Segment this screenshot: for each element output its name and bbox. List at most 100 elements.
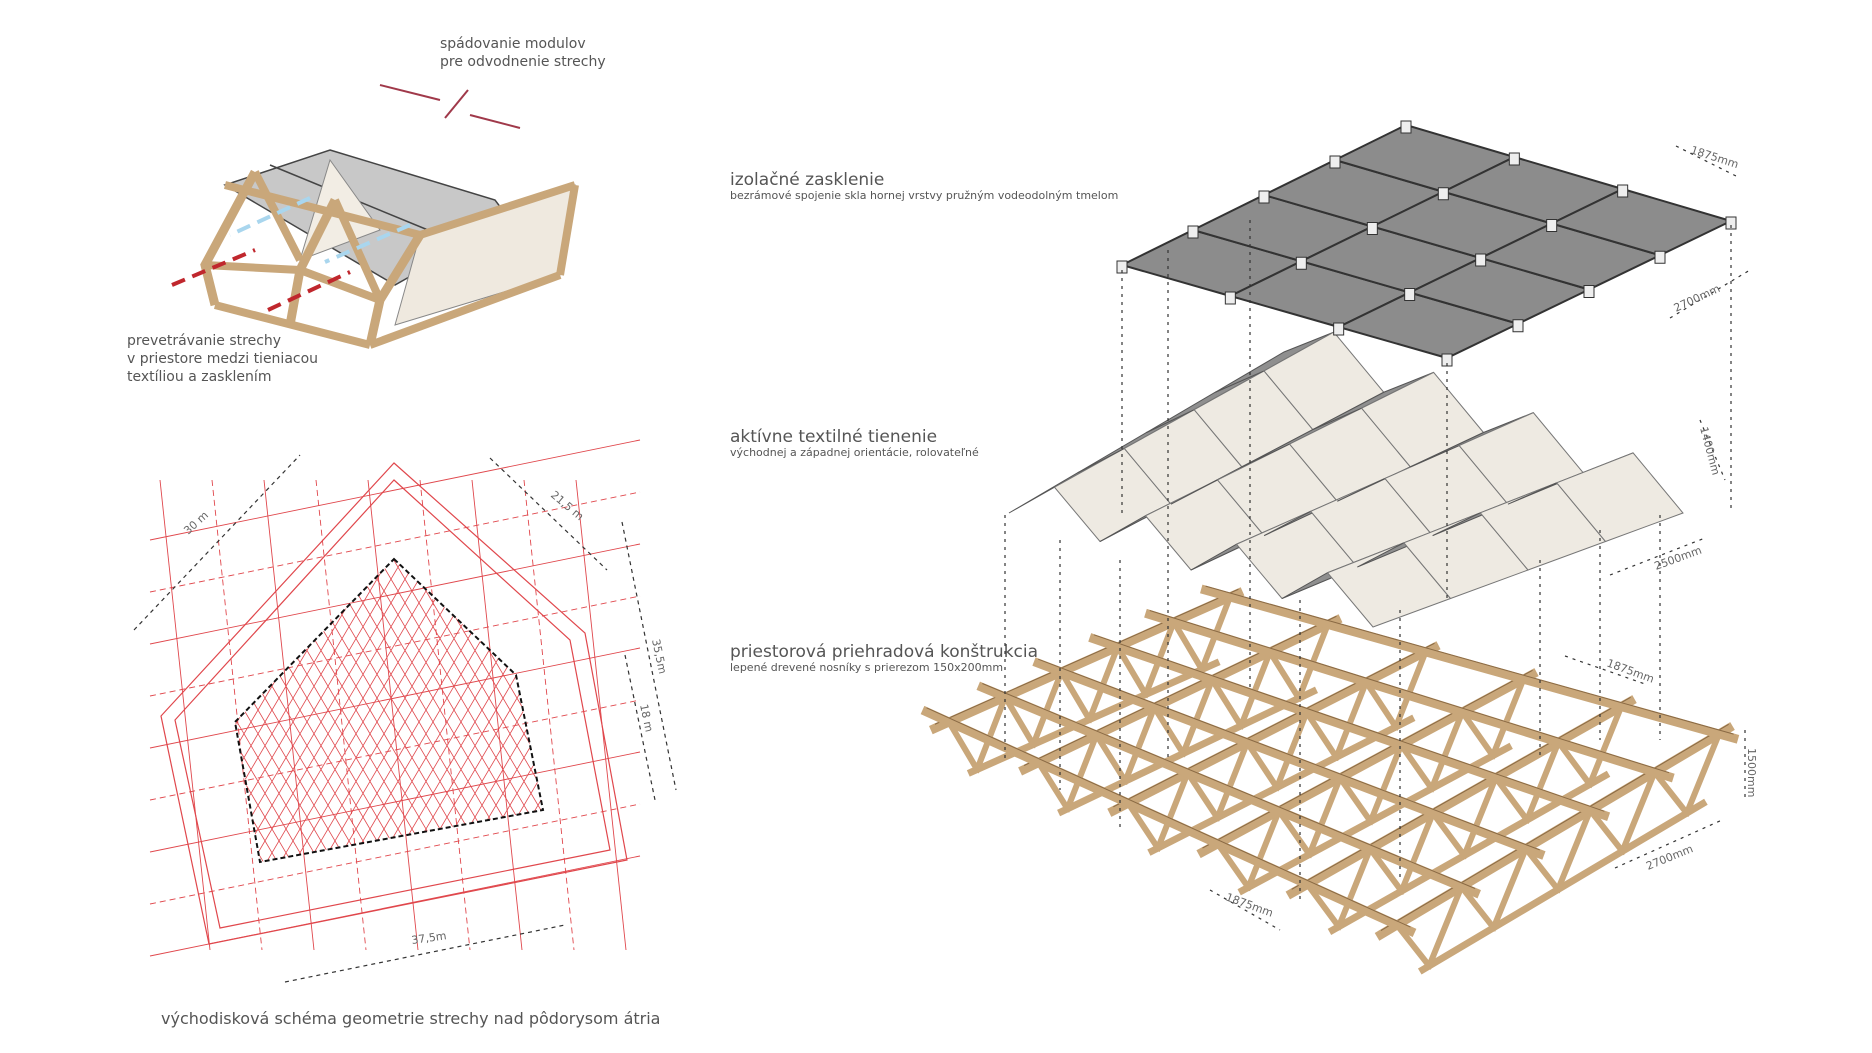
- glass-support-bracket: [1295, 256, 1307, 270]
- top-chord: [1374, 722, 1735, 941]
- truss-diagonal: [973, 693, 1010, 774]
- truss-diagonal: [1183, 768, 1222, 822]
- truss-diagonal: [1391, 647, 1430, 731]
- glass-support-bracket: [1475, 253, 1487, 267]
- sketch-truss-member: [556, 184, 579, 276]
- beam-edge: [926, 707, 1411, 928]
- truss-diagonal: [1274, 806, 1314, 859]
- diagrid-line: [409, 559, 543, 862]
- plan-outer-boundary: [160, 462, 628, 945]
- truss-diagonal: [1092, 730, 1130, 786]
- truss-diagonal: [1650, 767, 1692, 818]
- plan-grid-line: [149, 803, 641, 905]
- beam-edge: [1380, 723, 1729, 931]
- truss-layer-title: priestorová priehradová konštrukcia: [730, 642, 1038, 662]
- sketch-truss-member: [298, 266, 382, 304]
- truss-diagonal: [1113, 642, 1150, 699]
- top-chord: [1088, 633, 1611, 822]
- truss-diagonal: [1334, 844, 1375, 931]
- beam-edge: [1038, 658, 1540, 851]
- diagrid-line: [0, 540, 134, 880]
- truss-diagonal: [1397, 809, 1437, 895]
- truss-diagonal: [1305, 774, 1344, 859]
- diagrid-line: [0, 540, 162, 880]
- diagrid-line: [235, 559, 261, 862]
- top-chord: [1032, 657, 1546, 860]
- truss-diagonal: [1150, 703, 1188, 758]
- top-chord: [1285, 695, 1637, 900]
- diagrid-line: [235, 559, 247, 862]
- truss-diagonal: [1425, 882, 1466, 970]
- ventilation-label-line2: v priestore medzi tieniacou: [127, 351, 318, 367]
- plan-dimension-line: [621, 521, 677, 791]
- plan-dimension-line: [489, 457, 608, 571]
- truss-diagonal: [1585, 806, 1627, 856]
- diagrid-line: [592, 540, 792, 880]
- glass-support-bracket: [1654, 250, 1666, 264]
- dim-glass-span: 2700mm: [1672, 282, 1722, 315]
- truss-diagonal: [1682, 730, 1723, 818]
- sketch-truss-member: [331, 198, 384, 302]
- diagrid-line: [0, 540, 190, 880]
- dimension-line: [1609, 537, 1706, 576]
- sketch-truss-member: [418, 181, 577, 239]
- truss-diagonal: [1361, 677, 1401, 732]
- plan-offset-boundary: [174, 479, 611, 929]
- diagrid-line: [0, 540, 120, 880]
- plan-grid-line: [315, 479, 367, 951]
- diagrid-line: [32, 540, 232, 880]
- ventilation-arrow-in: [267, 270, 351, 312]
- ventilation-label-line1: prevetrávanie strechy: [127, 333, 281, 349]
- truss-diagonal: [944, 717, 982, 774]
- glass-support-bracket: [1224, 291, 1236, 305]
- beam-edge: [1113, 642, 1435, 808]
- drainage-label-line2: pre odvodnenie strechy: [440, 54, 606, 70]
- dim-truss-module-bottom: 1875mm: [1224, 891, 1275, 920]
- bottom-chord: [1417, 798, 1708, 975]
- ventilation-arrow-in: [171, 248, 256, 287]
- beam-edge: [1291, 696, 1631, 890]
- truss-diagonal: [1154, 769, 1192, 852]
- diagrid-line: [0, 540, 190, 880]
- glass-support-bracket: [1437, 187, 1449, 201]
- plan-dimension-line: [624, 654, 656, 801]
- plan-grid-line: [367, 479, 419, 951]
- dim-truss-span: 2700mm: [1644, 842, 1695, 873]
- drainage-slope-arrow: [379, 84, 441, 101]
- truss-diagonal: [1001, 692, 1038, 749]
- glass-support-bracket: [1329, 155, 1341, 169]
- diagrid-line: [235, 559, 289, 862]
- sketch-truss-member: [224, 181, 421, 239]
- truss-diagonal: [1335, 773, 1375, 826]
- truss-diagonal: [1237, 648, 1274, 730]
- truss-diagonal: [1121, 703, 1159, 786]
- truss-diagonal: [1207, 675, 1246, 730]
- glass-support-bracket: [1617, 184, 1629, 198]
- beam-edge: [1023, 615, 1337, 766]
- plan-grid-line: [149, 439, 641, 541]
- beam-edge: [1149, 610, 1670, 774]
- diagrid-line: [578, 540, 778, 880]
- top-chord: [1196, 668, 1539, 859]
- truss-layer-subtitle: lepené drevené nosníky s prierezom 150x2…: [730, 661, 1003, 674]
- diagrid-line: [0, 540, 148, 880]
- plan-dim-37-5m: 37,5m: [411, 929, 448, 947]
- diagrid-line: [235, 559, 247, 862]
- diagrid-line: [0, 540, 148, 880]
- truss-diagonal: [1523, 738, 1563, 824]
- top-chord: [1018, 614, 1343, 776]
- beam-edge: [934, 588, 1239, 725]
- atrium-outline: [233, 557, 545, 864]
- truss-diagonal: [1427, 708, 1467, 793]
- diagrid-line: [255, 559, 457, 862]
- glass-support-bracket: [1258, 190, 1270, 204]
- truss-diagonal: [1366, 741, 1406, 826]
- drainage-label-line1: spádovanie modulov: [440, 36, 586, 52]
- textile-layer-title: aktívne textilné tienenie: [730, 427, 937, 447]
- diagrid-line: [0, 540, 120, 880]
- diagrid-line: [32, 540, 232, 880]
- truss-diagonal: [1244, 806, 1283, 892]
- plan-grid-line: [149, 699, 641, 801]
- glass-insulation-layer: [1116, 120, 1737, 367]
- diagrid-line: [0, 540, 134, 880]
